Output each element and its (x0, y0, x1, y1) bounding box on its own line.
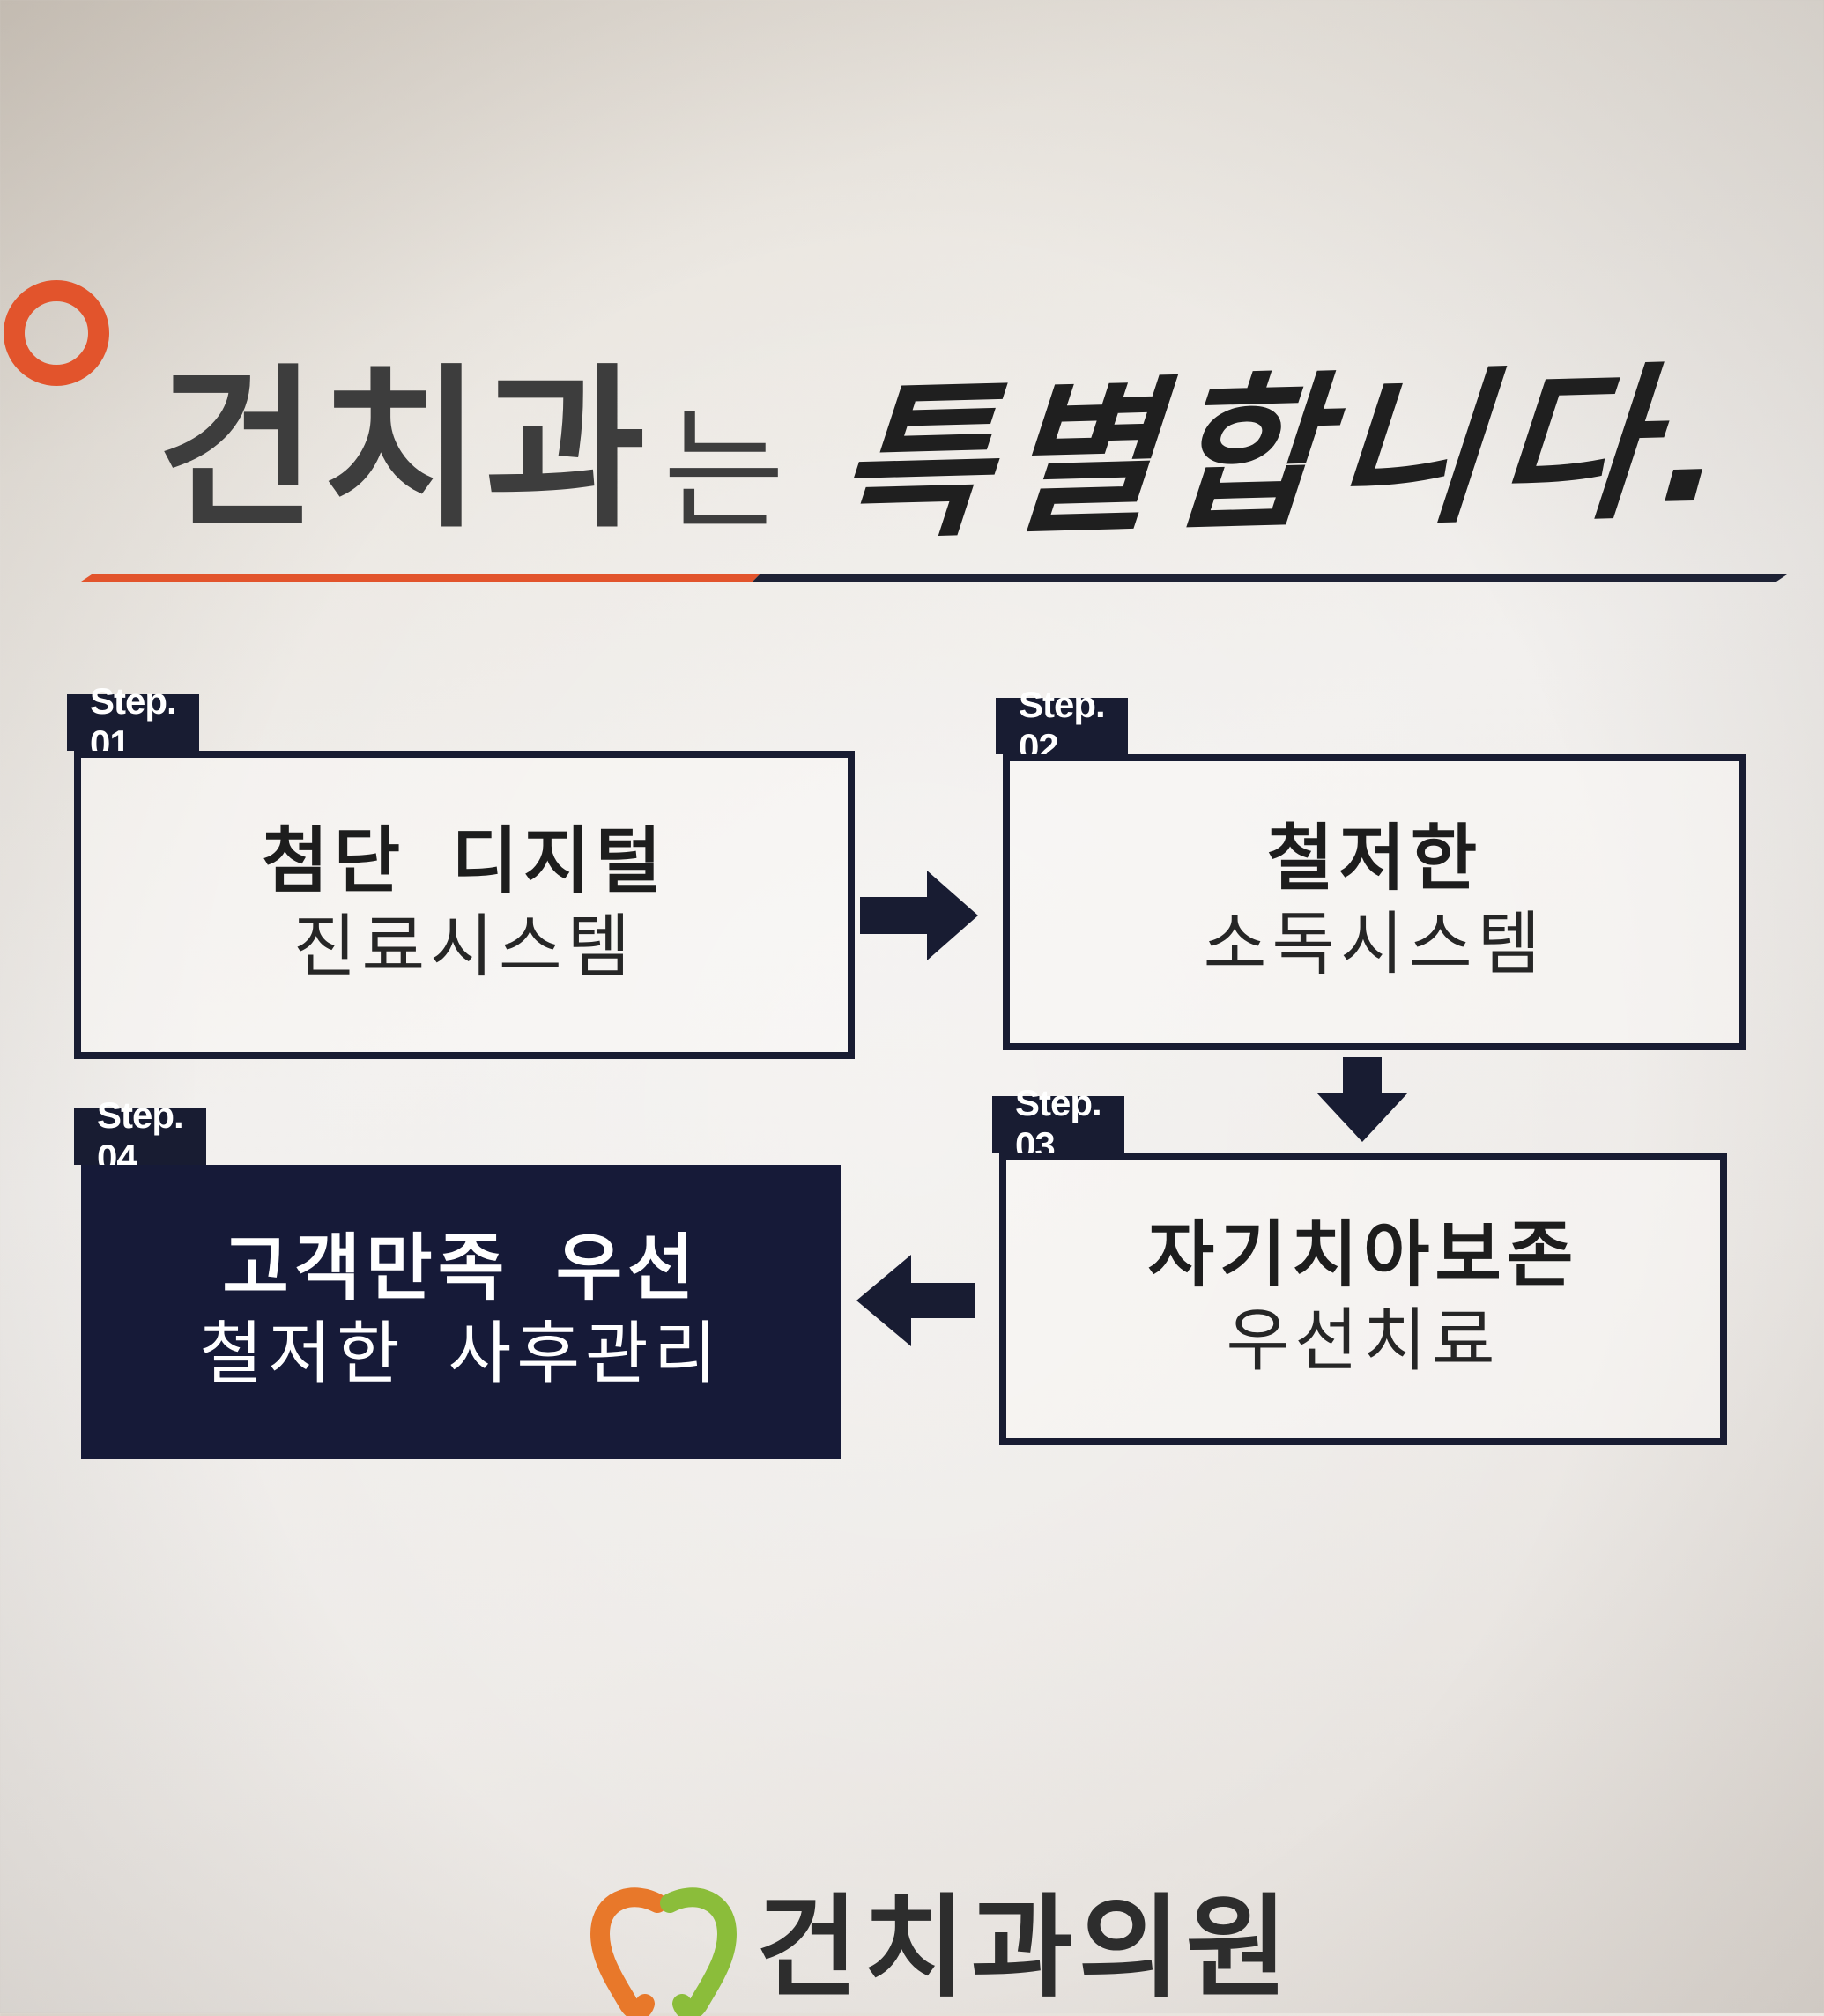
arrow-left-icon (856, 1255, 975, 1346)
step-02-box: 철저한 소독시스템 (1003, 754, 1746, 1050)
step-03-box: 자기치아보존 우선치료 (999, 1153, 1727, 1445)
step-02-line2: 소독시스템 (1203, 905, 1546, 985)
step-01-tag: Step. 01 (67, 680, 199, 764)
step-04-line2: 철저한 사후관리 (199, 1315, 723, 1395)
step-03-tag: Step. 03 (992, 1082, 1124, 1166)
headline-brand: 건치과 (157, 348, 649, 552)
step-02-line1: 철저한 (1266, 817, 1483, 901)
divider-navy-segment (753, 574, 1787, 582)
arrow-right-icon (860, 871, 978, 960)
orange-ring-icon (4, 280, 109, 386)
headline-divider (81, 574, 1787, 582)
tooth-logo-icon (590, 1887, 737, 2016)
headline-particle: 는 (663, 395, 785, 548)
divider-orange-segment (81, 574, 760, 582)
headline: 건치과 는 특별합니다. (157, 308, 1744, 562)
step-04-tag: Step. 04 (74, 1094, 206, 1178)
step-04-line1: 고객만족 우선 (222, 1227, 700, 1311)
step-01-line1: 첨단 디지털 (262, 819, 667, 904)
step-01-line2: 진료시스템 (293, 908, 636, 988)
arrow-down-icon (1316, 1057, 1408, 1142)
step-03-line2: 우선치료 (1226, 1301, 1501, 1382)
step-03-line1: 자기치아보존 (1147, 1213, 1579, 1298)
step-04-box: 고객만족 우선 철저한 사후관리 (81, 1165, 841, 1459)
step-02-tag: Step. 02 (996, 684, 1128, 767)
footer-clinic-name: 건치과의원 (756, 1883, 1294, 2012)
step-01-box: 첨단 디지털 진료시스템 (74, 751, 855, 1059)
headline-special: 특별합니다. (830, 345, 1745, 563)
